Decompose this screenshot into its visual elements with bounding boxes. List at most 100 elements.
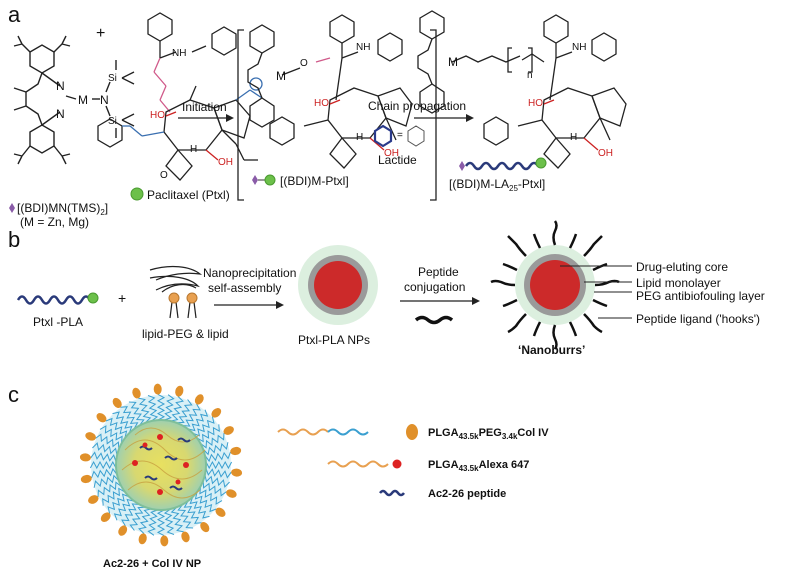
lipid-label: lipid-PEG & lipid [142, 327, 229, 341]
peg-chain [93, 474, 120, 488]
legend-plga-peg-blue [327, 428, 369, 436]
product-green-marker [535, 157, 547, 169]
col-iv-bead [194, 394, 204, 405]
panel-c: c [8, 382, 549, 570]
col-iv-bead [118, 525, 128, 536]
peg-chain [95, 433, 120, 450]
catalyst-metal: M [78, 93, 88, 107]
nanoprecipitation-label-1: Nanoprecipitation & [203, 266, 308, 280]
lipid-peg-icon [149, 265, 203, 319]
peg-chain [112, 411, 133, 434]
legend-plga-alexa-chain [327, 460, 389, 468]
callout-core: Drug-eluting core [636, 260, 728, 274]
nanoburr-particle [490, 220, 620, 350]
intermediate-nh: NH [356, 42, 370, 53]
col-iv-bead [223, 426, 234, 435]
ptxl-h: H [190, 144, 197, 155]
col-iv-bead [100, 512, 111, 522]
col-iv-bead [160, 535, 169, 547]
plus-sign-b: + [118, 290, 126, 306]
peg-chain [202, 442, 229, 456]
col-iv-bead [226, 489, 237, 498]
initiation-label: Initiation [182, 100, 227, 114]
peg-chain [176, 399, 193, 424]
panel-b-letter: b [8, 227, 20, 252]
catalyst-n-upper: N [56, 79, 65, 93]
ptxl-ho: HO [150, 110, 165, 121]
col-iv-bead [230, 446, 242, 456]
ptxl-pla-label: Ptxl -PLA [33, 315, 83, 329]
legend-plga-alexa-label: PLGA43.5kAlexa 647 [428, 459, 529, 473]
nanoprecipitation-label-2: self-assembly [208, 281, 281, 295]
peg-chain [147, 509, 158, 536]
catalyst-label-line1: [(BDI)MN(TMS)2] [17, 201, 108, 217]
peg-chain [202, 480, 227, 497]
plus-sign-a: + [96, 25, 105, 42]
peg-chain [138, 397, 152, 424]
peg-chain [196, 424, 220, 443]
peg-chain [138, 508, 152, 534]
product-nh: NH [572, 42, 586, 53]
peptide-arrowhead [472, 297, 480, 305]
col-iv-bead [132, 387, 141, 399]
peg-chain [200, 432, 225, 449]
col-iv-bead [200, 522, 210, 533]
product-metal: M [448, 55, 458, 69]
lactide-hexagon-icon [373, 124, 393, 148]
col-iv-bead [215, 507, 226, 517]
peg-chain [156, 393, 166, 421]
peg-chain [129, 506, 146, 531]
catalyst-si-upper: Si [108, 73, 117, 84]
col-iv-bead [181, 531, 190, 543]
panel-a-letter: a [8, 2, 21, 27]
intermediate-oh: OH [384, 148, 399, 159]
peg-chain [121, 503, 140, 527]
peg-chain [99, 425, 123, 444]
paclitaxel-label: Paclitaxel (Ptxl) [147, 188, 230, 202]
peg-chain [97, 481, 122, 498]
callout-lines [560, 265, 632, 319]
ptxl-pla-chain-icon [16, 295, 92, 305]
np-caption: Ac2-26 + Col IV NP [103, 558, 201, 570]
catalyst-label-line2: (M = Zn, Mg) [20, 215, 89, 229]
col-iv-bead [88, 495, 99, 504]
peg-chain [170, 396, 184, 422]
peg-chain [205, 468, 232, 479]
peg-chain [192, 416, 215, 437]
peg-chain [183, 500, 202, 524]
product-h: H [570, 132, 577, 143]
intermediate-ho: HO [314, 98, 329, 109]
col-iv-nanoparticle [79, 383, 243, 547]
nanoburrs-label: ‘Nanoburrs’ [518, 343, 585, 357]
intermediate-structure [237, 14, 437, 201]
product-oh: OH [598, 148, 613, 159]
peg-chain [170, 506, 184, 533]
lactide-structure-icon [407, 125, 425, 147]
legend: PLGA43.5kPEG3.4kCol IV PLGA43.5kAlexa 64… [277, 424, 549, 500]
panel-c-letter: c [8, 382, 19, 407]
intermediate-green-marker [264, 174, 276, 186]
panel-a: a N N M N Si Si + [8, 2, 627, 229]
intermediate-purple-marker [252, 175, 258, 185]
callout-peptide: Peptide ligand ('hooks') [636, 312, 760, 326]
ptxl-nh: NH [172, 48, 186, 59]
callout-lipid: Lipid monolayer [636, 276, 721, 290]
peg-chain [107, 493, 130, 514]
peg-chain [199, 486, 223, 505]
peg-chain [128, 401, 145, 426]
peg-chain [182, 403, 201, 427]
peg-chain [147, 395, 159, 422]
peg-chain [177, 504, 194, 529]
peg-chain [205, 460, 233, 470]
peg-chain [156, 509, 166, 537]
peg-chain [188, 409, 209, 432]
peg-chain [92, 442, 118, 456]
peg-chain [113, 498, 134, 521]
peptide-label-2: conjugation [404, 280, 465, 294]
peptide-icon [414, 315, 454, 325]
intermediate-o: O [300, 58, 308, 69]
lipid-head-2 [186, 292, 198, 304]
legend-peptide-label: Ac2-26 peptide [428, 488, 506, 500]
peg-chain [194, 492, 217, 513]
